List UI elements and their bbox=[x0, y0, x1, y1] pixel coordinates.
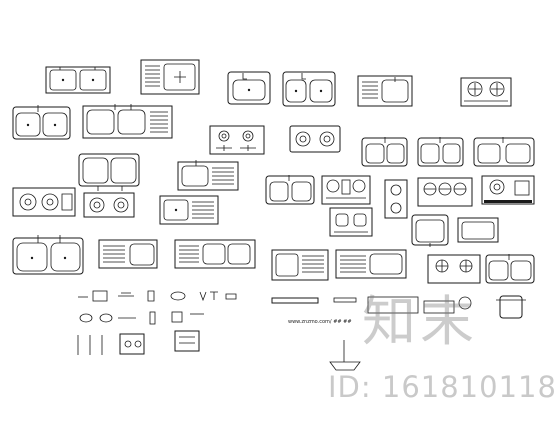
kitchenware-icons bbox=[77, 290, 237, 355]
double-sink-icon bbox=[361, 137, 408, 167]
gas-hob-two-burner-icon bbox=[460, 77, 512, 107]
sink-with-drainboard-icon bbox=[335, 249, 407, 279]
sink-with-drainboard-icon bbox=[98, 239, 158, 269]
sink-with-drainboard-icon bbox=[271, 249, 329, 281]
gas-hob-vertical-icon bbox=[384, 179, 408, 219]
gas-hob-three-burner-icon bbox=[321, 175, 371, 205]
sink-with-drainboard-icon bbox=[159, 195, 219, 225]
website-label: www.znzmo.com/ ## ## bbox=[288, 319, 352, 325]
sink-with-drainboard-icon bbox=[140, 59, 200, 95]
single-sink-icon bbox=[457, 217, 499, 243]
double-sink-icon bbox=[473, 137, 535, 167]
gas-hob-with-oven-icon bbox=[481, 175, 535, 205]
double-sink-drainboard-icon bbox=[174, 239, 256, 269]
sink-with-drainboard-icon bbox=[357, 75, 413, 107]
gas-hob-three-burner-icon bbox=[417, 177, 473, 207]
gas-hob-two-burner-icon bbox=[209, 125, 265, 155]
gas-hob-two-burner-icon bbox=[289, 125, 341, 153]
gas-hob-two-burner-icon bbox=[329, 207, 373, 237]
watermark-logo-text: 知末 bbox=[362, 290, 478, 353]
double-sink-icon bbox=[417, 137, 464, 167]
gas-hob-two-burner-icon bbox=[83, 192, 135, 218]
double-sink-icon bbox=[12, 235, 84, 275]
gas-hob-two-burner-icon bbox=[427, 254, 481, 284]
double-sink-icon bbox=[78, 153, 140, 191]
double-sink-drainboard-icon bbox=[82, 104, 173, 139]
gas-hob-two-burner-icon bbox=[12, 187, 76, 217]
double-sink-icon bbox=[265, 175, 315, 205]
double-sink-icon bbox=[45, 66, 111, 94]
double-sink-icon bbox=[485, 254, 535, 284]
double-sink-icon bbox=[12, 105, 71, 140]
kitchen-appliance-icons bbox=[271, 295, 526, 371]
single-sink-icon bbox=[227, 71, 271, 105]
double-sink-icon bbox=[282, 71, 336, 107]
watermark-id: ID: 161810118 bbox=[328, 370, 557, 404]
sink-with-drainboard-icon bbox=[177, 160, 239, 191]
single-sink-icon bbox=[411, 214, 449, 247]
